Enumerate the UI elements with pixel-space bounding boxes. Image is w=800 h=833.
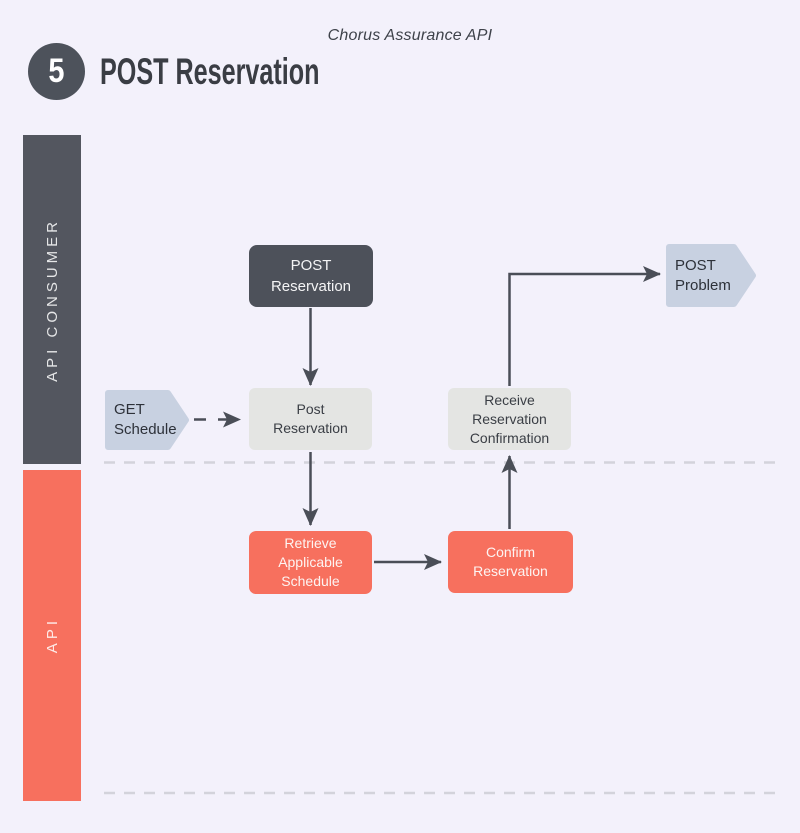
lane-api: API xyxy=(23,470,81,801)
node-post-reservation: Post Reservation xyxy=(249,388,372,450)
signal-post-problem: POST Problem xyxy=(666,244,756,307)
signal-get-schedule-label: GET Schedule xyxy=(114,401,177,438)
node-confirm-reservation: Confirm Reservation xyxy=(448,531,573,593)
step-number: 5 xyxy=(48,52,65,90)
lane-api-consumer: API CONSUMER xyxy=(23,135,81,464)
signal-shape xyxy=(105,390,189,450)
signal-shape xyxy=(666,244,756,307)
node-post-reservation-command: POST Reservation xyxy=(249,245,373,307)
diagram-subtitle: Chorus Assurance API xyxy=(327,27,493,44)
signal-get-schedule: GET Schedule xyxy=(105,390,189,450)
edge-receive-to-problem xyxy=(508,266,661,386)
page-title: POST Reservation xyxy=(100,51,320,92)
node-receive-reservation-confirmation: Receive Reservation Confirmation xyxy=(448,388,571,450)
node-retrieve-applicable-schedule: Retrieve Applicable Schedule xyxy=(249,531,372,594)
step-number-badge: 5 xyxy=(28,43,85,100)
signal-post-problem-label: POST Problem xyxy=(675,256,731,294)
